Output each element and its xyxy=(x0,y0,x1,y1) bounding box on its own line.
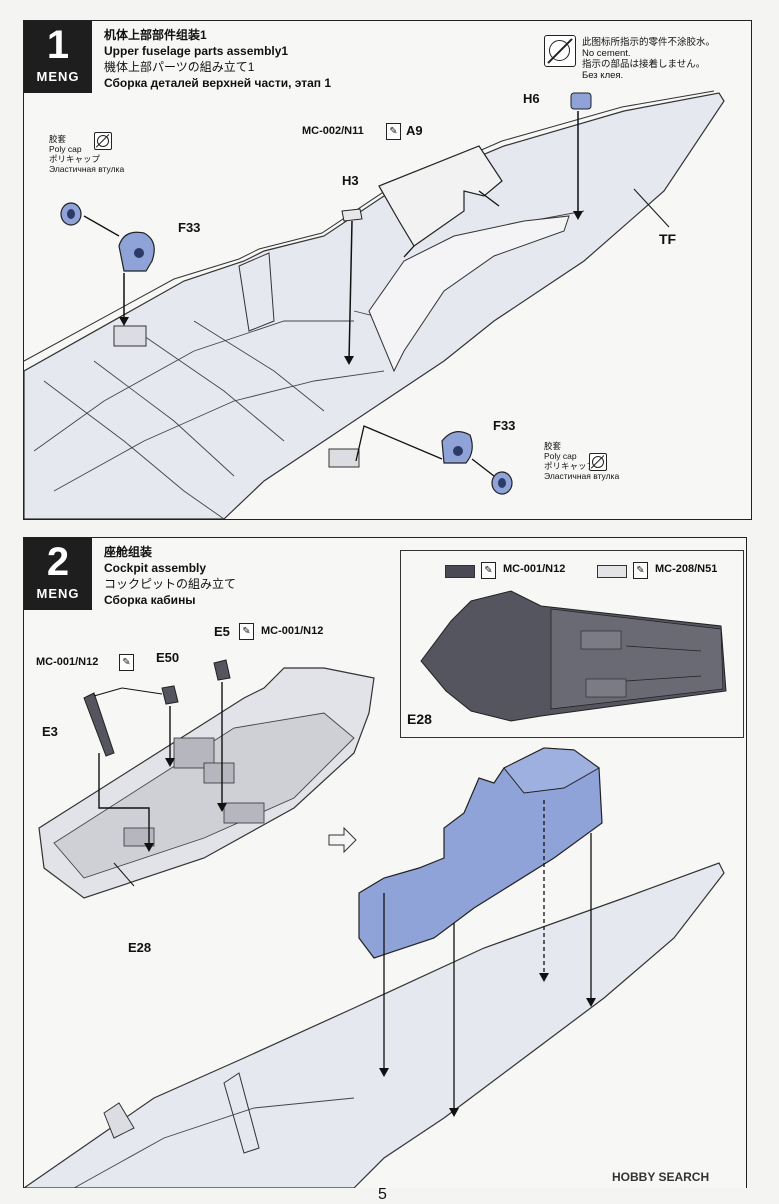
part-label-tf: TF xyxy=(659,231,677,247)
step-1-titles: 机体上部部件组装1 Upper fuselage parts assembly1… xyxy=(104,27,331,91)
brand-logo: MENG xyxy=(36,69,80,84)
page-number: 5 xyxy=(378,1186,387,1203)
part-label-e28: E28 xyxy=(128,940,152,955)
step-2-badge: 2 MENG xyxy=(24,538,92,610)
paint-code-e3: MC-001/N12 xyxy=(36,656,99,668)
paint-brush-icon: ✎ xyxy=(119,654,134,671)
step-1-badge: 1 MENG xyxy=(24,21,92,93)
part-label-e3: E3 xyxy=(42,724,58,739)
title-cn: 机体上部部件组装1 xyxy=(104,28,207,42)
title-ru: Сборка деталей верхней части, этап 1 xyxy=(104,76,332,90)
legend-code-dark: MC-001/N12 xyxy=(503,563,566,575)
part-label-f33-top: F33 xyxy=(178,220,201,235)
poly-cap-legend-bottom: 胶套 Poly cap ポリキャップ Эластичная втулка xyxy=(544,441,620,481)
title-jp: 機体上部パーツの組み立て1 xyxy=(104,60,255,74)
step-number: 1 xyxy=(46,23,70,67)
title-ru: Сборка кабины xyxy=(104,593,196,607)
paint-guide-inset: ✎ MC-001/N12 ✎ MC-208/N51 E28 xyxy=(400,550,744,738)
paint-brush-icon: ✎ xyxy=(239,623,254,640)
part-label-h3: H3 xyxy=(342,173,359,188)
no-cement-icon xyxy=(544,35,576,67)
legend-swatch-dark xyxy=(445,565,475,578)
title-jp: コックピットの組み立て xyxy=(104,577,237,591)
no-cement-legend: 此图标所指示的零件不涂胶水。 No cement. 指示の部品は接着しません。 … xyxy=(582,37,716,81)
step-2-titles: 座舱组装 Cockpit assembly コックピットの組み立て Сборка… xyxy=(104,544,236,608)
no-cement-icon xyxy=(94,132,112,150)
no-cement-icon xyxy=(589,453,607,471)
title-en: Cockpit assembly xyxy=(104,561,207,575)
paint-code-e5: MC-001/N12 xyxy=(261,625,324,637)
step-1-panel: 1 MENG 机体上部部件组装1 Upper fuselage parts as… xyxy=(23,20,752,520)
e28-paint-diagram xyxy=(420,590,727,722)
paint-brush-icon: ✎ xyxy=(386,123,401,140)
step-number: 2 xyxy=(46,540,70,584)
legend-swatch-light xyxy=(597,565,627,578)
part-label-e5: E5 xyxy=(214,624,230,639)
part-label-f33-bottom: F33 xyxy=(493,418,516,433)
legend-code-light: MC-208/N51 xyxy=(655,563,718,575)
part-label-e50: E50 xyxy=(156,650,180,665)
part-label-a9: A9 xyxy=(406,123,423,138)
step-1-diagram xyxy=(24,90,725,519)
paint-brush-icon: ✎ xyxy=(633,562,648,579)
brand-logo: MENG xyxy=(36,586,80,601)
title-cn: 座舱组装 xyxy=(104,545,153,559)
inset-part-label: E28 xyxy=(407,711,432,727)
paint-code-a9: MC-002/N11 xyxy=(302,125,364,137)
hobby-search-watermark: HOBBY SEARCH xyxy=(612,1170,710,1184)
step-2-diagram xyxy=(24,659,725,1188)
title-en: Upper fuselage parts assembly1 xyxy=(104,44,289,58)
step-2-panel: 2 MENG 座舱组装 Cockpit assembly コックピットの組み立て… xyxy=(23,537,747,1188)
poly-cap-legend-top: 胶套 Poly cap ポリキャップ Эластичная втулка xyxy=(49,134,125,174)
paint-brush-icon: ✎ xyxy=(481,562,496,579)
part-label-h6: H6 xyxy=(523,91,540,106)
